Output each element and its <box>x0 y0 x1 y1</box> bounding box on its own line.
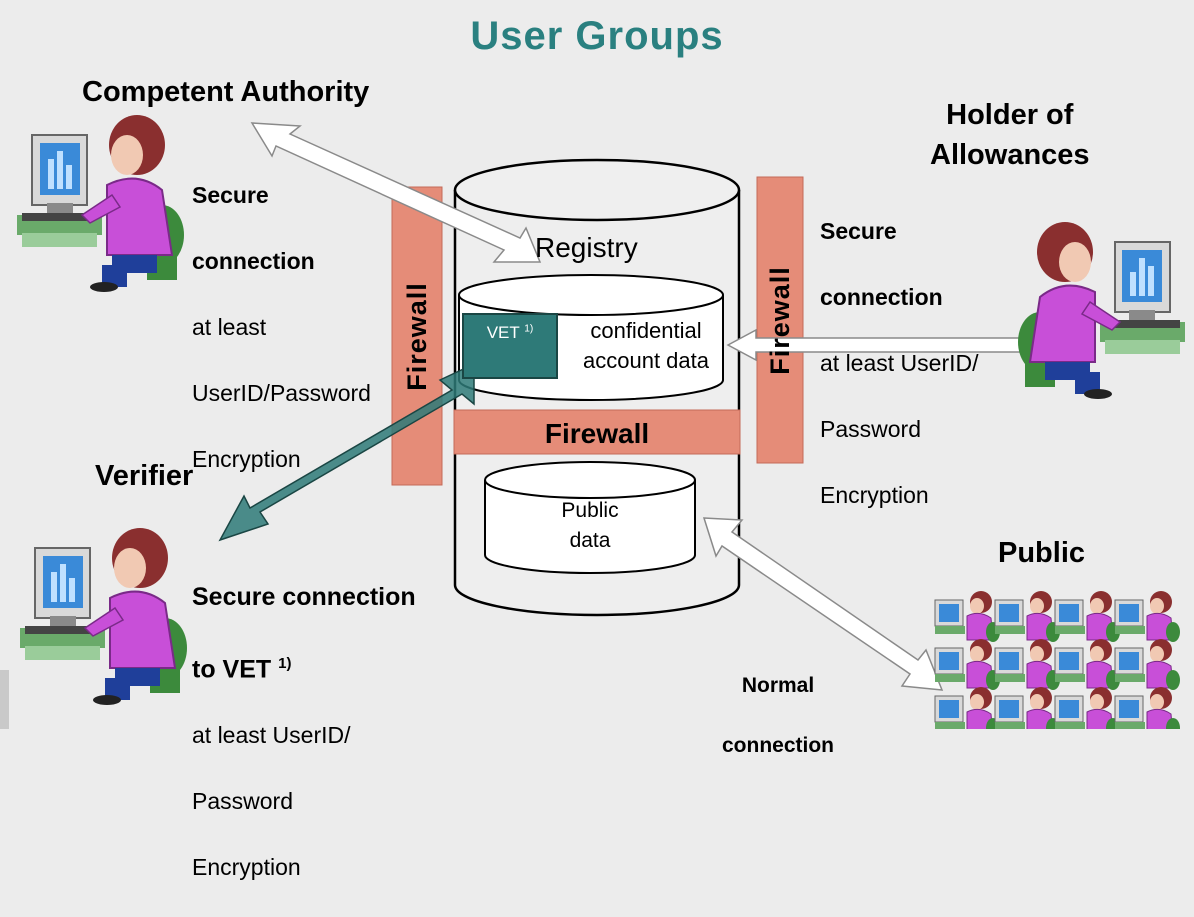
verifier-conn-line-5: Encryption <box>192 854 301 881</box>
firewall-left-bar <box>391 186 443 486</box>
verifier-conn-line-1: Secure connection <box>192 583 416 611</box>
diagram-graphics <box>16 114 1186 739</box>
public-crowd-icon <box>934 590 1181 739</box>
verifier-person-icon <box>19 527 188 706</box>
holder-conn-line-3: at least UserID/ <box>820 350 979 376</box>
firewall-middle-label: Firewall <box>544 418 650 449</box>
holder-connection-text: Secure connection at least UserID/ Passw… <box>820 182 979 545</box>
verifier-conn-line-4: Password <box>192 788 293 815</box>
edge-tab <box>0 670 9 729</box>
firewall-right: Firewall <box>757 177 803 463</box>
verifier-conn-line-3: at least UserID/ <box>192 722 351 749</box>
firewall-left: Firewall <box>392 187 442 485</box>
verifier-connection-text: Secure connection to VET 1) at least Use… <box>192 548 416 917</box>
authority-conn-line-3: at least <box>192 314 267 340</box>
verifier-label: Verifier <box>95 460 194 492</box>
public-connection-text: Normal connection <box>722 641 834 791</box>
holder-conn-line-5: Encryption <box>820 482 929 508</box>
confidential-data-label: confidential account data <box>583 318 709 373</box>
holder-conn-line-1: Secure <box>820 218 897 244</box>
firewall-right-bar <box>756 176 804 464</box>
authority-person-icon <box>16 114 185 293</box>
public-conn-line-2: connection <box>722 734 835 757</box>
authority-conn-line-2: connection <box>192 248 315 274</box>
public-connection-arrow <box>702 517 944 691</box>
authority-conn-line-1: Secure <box>192 182 269 208</box>
public-label: Public <box>998 537 1086 569</box>
authority-connection-text: Secure connection at least UserID/Passwo… <box>192 146 371 509</box>
firewall-left-label: Firewall <box>401 281 432 391</box>
public-conn-line-1: Normal <box>741 674 815 697</box>
firewall-right-label: Firewall <box>764 265 795 375</box>
registry-label: Registry <box>535 232 638 263</box>
firewall-middle-bar <box>453 409 741 455</box>
holder-conn-line-4: Password <box>820 416 921 442</box>
holder-of-allowances-label: Holder of Allowances <box>930 99 1090 171</box>
competent-authority-label: Competent Authority <box>82 76 370 108</box>
page-title: User Groups <box>470 14 724 58</box>
vet-box: VET 1) <box>462 313 558 379</box>
authority-connection-arrow <box>250 122 542 263</box>
holder-person-icon <box>1017 221 1186 400</box>
verifier-connection-arrow <box>218 362 475 542</box>
public-data-label: Public data <box>561 499 619 552</box>
authority-conn-line-4: UserID/Password <box>192 380 371 406</box>
diagram-canvas: User Groups Competent Authority Holder o… <box>0 14 1186 880</box>
vet-label: VET 1) <box>486 323 534 342</box>
holder-conn-line-2: connection <box>820 284 943 310</box>
authority-conn-line-5: Encryption <box>192 446 301 472</box>
verifier-conn-line-2: to VET 1) <box>192 655 292 684</box>
